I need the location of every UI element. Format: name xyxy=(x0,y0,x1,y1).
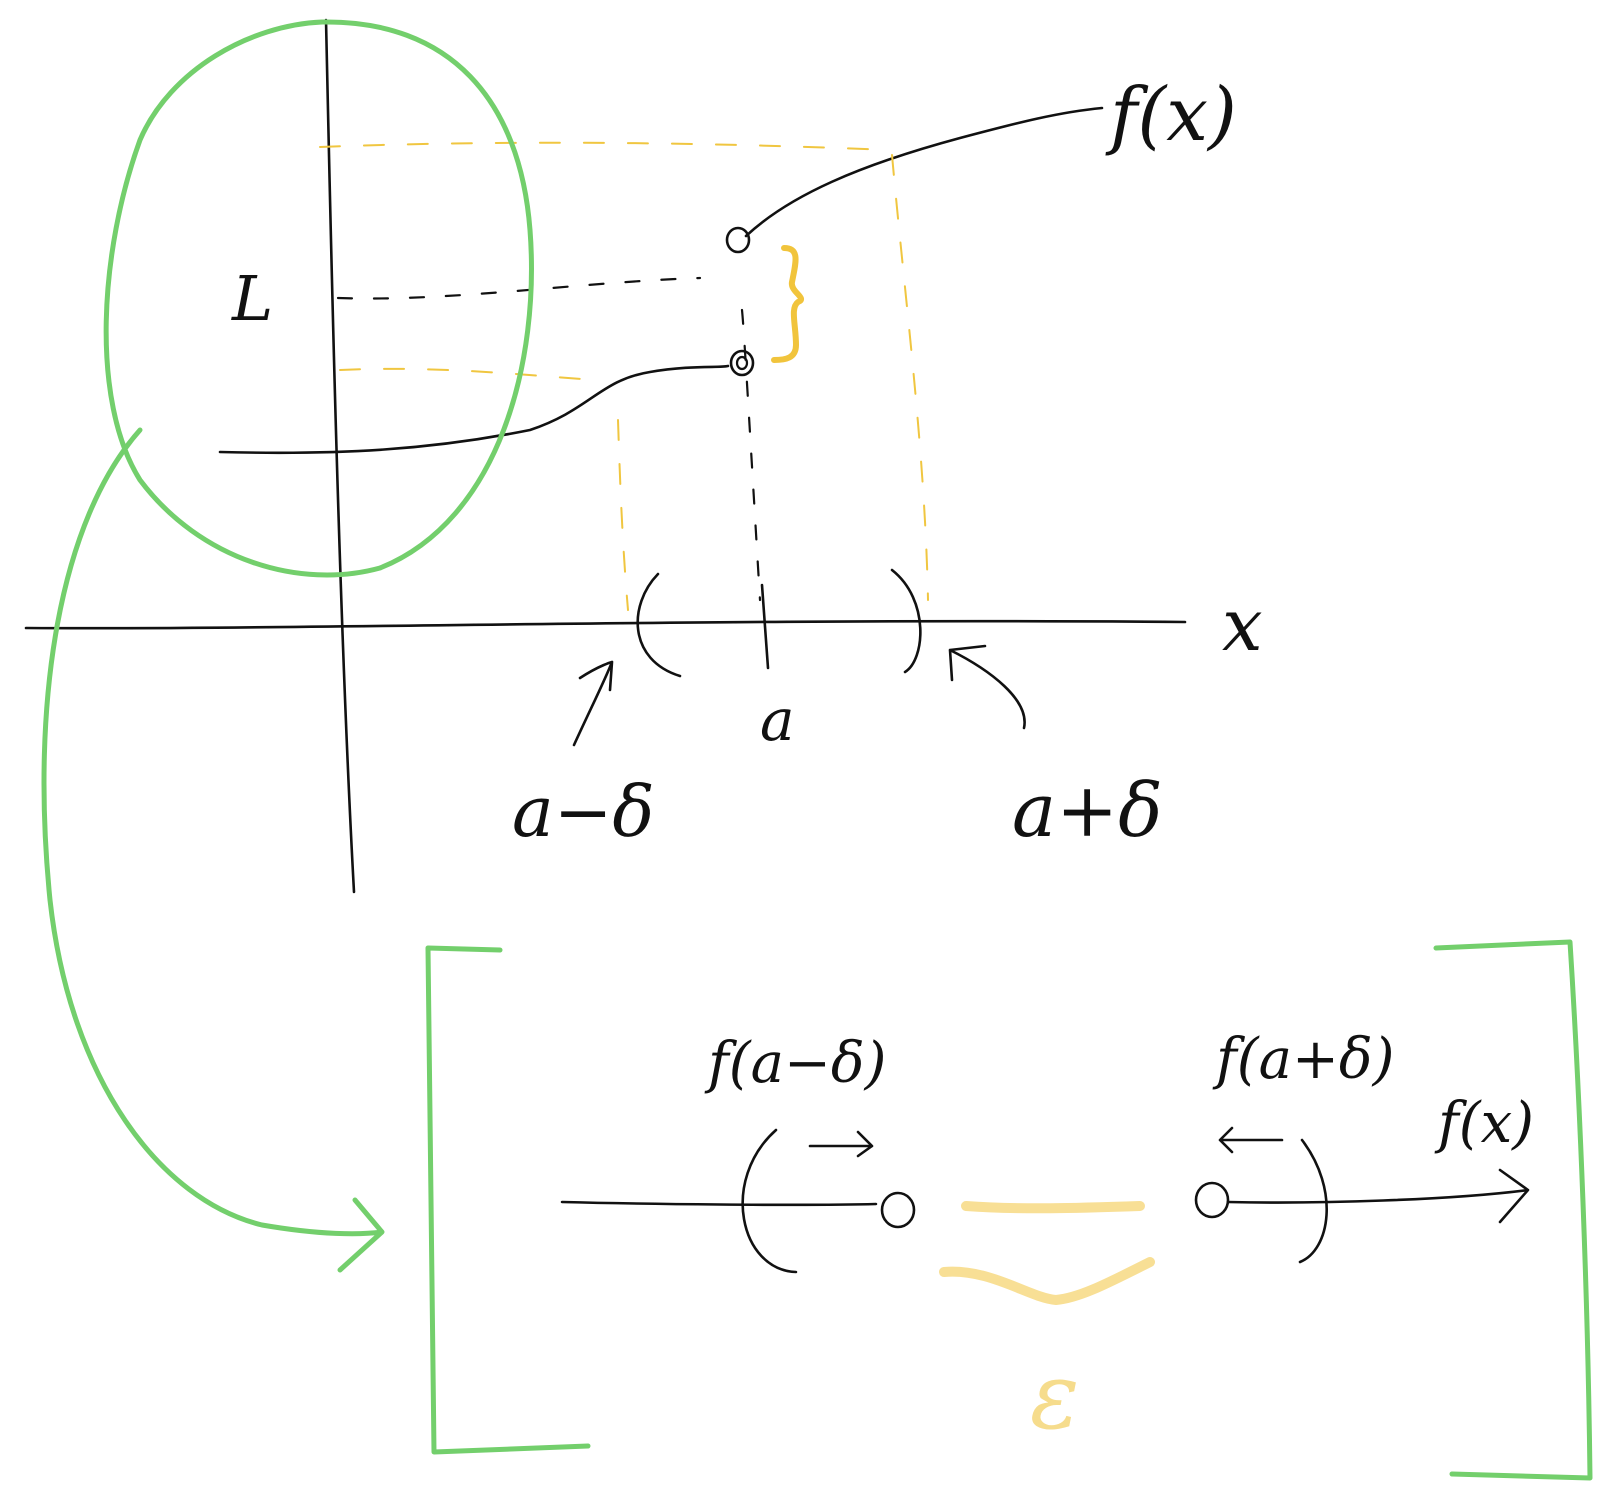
arrow-to-left-paren xyxy=(572,660,614,747)
a-guide-dash xyxy=(740,308,762,602)
zoom-arrow xyxy=(41,427,385,1273)
L-guide-dash xyxy=(336,276,702,300)
zoom-line-left xyxy=(560,1200,878,1207)
label-L: L xyxy=(231,262,273,335)
x-axis xyxy=(24,619,1187,630)
zoom-right-paren xyxy=(1298,1138,1328,1264)
gap-brace xyxy=(771,245,804,363)
open-point-lower xyxy=(729,349,755,377)
epsilon-gap-bar xyxy=(961,1201,1145,1214)
epsilon-band-top xyxy=(319,141,891,151)
y-axis xyxy=(324,18,356,894)
a-tick xyxy=(760,583,770,670)
label-a-plus-delta: a+δ xyxy=(1012,768,1163,854)
bracket-right xyxy=(1433,939,1593,1481)
label-a-minus-delta: a−δ xyxy=(512,771,655,853)
label-a: a xyxy=(760,686,795,754)
zoom-left-paren xyxy=(741,1128,798,1274)
open-point-upper xyxy=(725,226,751,254)
epsilon-brace xyxy=(939,1257,1155,1305)
label-fx-top: f(x) xyxy=(1105,72,1237,158)
label-f-a-plus-delta: f(a+δ) xyxy=(1212,1027,1394,1092)
zoom-open-right xyxy=(1194,1181,1230,1219)
delta-right-dash xyxy=(891,154,929,601)
left-paren xyxy=(636,572,682,678)
zoom-circle xyxy=(103,19,534,578)
zoom-open-left xyxy=(880,1191,916,1229)
zoom-arrow-right xyxy=(808,1130,874,1158)
label-x-axis: x xyxy=(1222,583,1263,667)
label-fx-bottom: f(x) xyxy=(1434,1091,1534,1156)
epsilon-band-bottom xyxy=(339,367,601,381)
bracket-left xyxy=(425,945,591,1455)
right-paren xyxy=(890,568,922,674)
delta-left-dash xyxy=(617,419,629,611)
arrow-to-right-paren xyxy=(948,644,1026,730)
zoom-arrow-left xyxy=(1218,1126,1284,1154)
label-f-a-minus-delta: f(a−δ) xyxy=(704,1031,886,1096)
open-point-lower-inner xyxy=(735,355,749,371)
zoom-line-right xyxy=(1226,1168,1530,1224)
curve-left-branch xyxy=(218,364,730,455)
label-epsilon: ε xyxy=(1030,1343,1079,1450)
curve-right-branch xyxy=(744,106,1104,238)
